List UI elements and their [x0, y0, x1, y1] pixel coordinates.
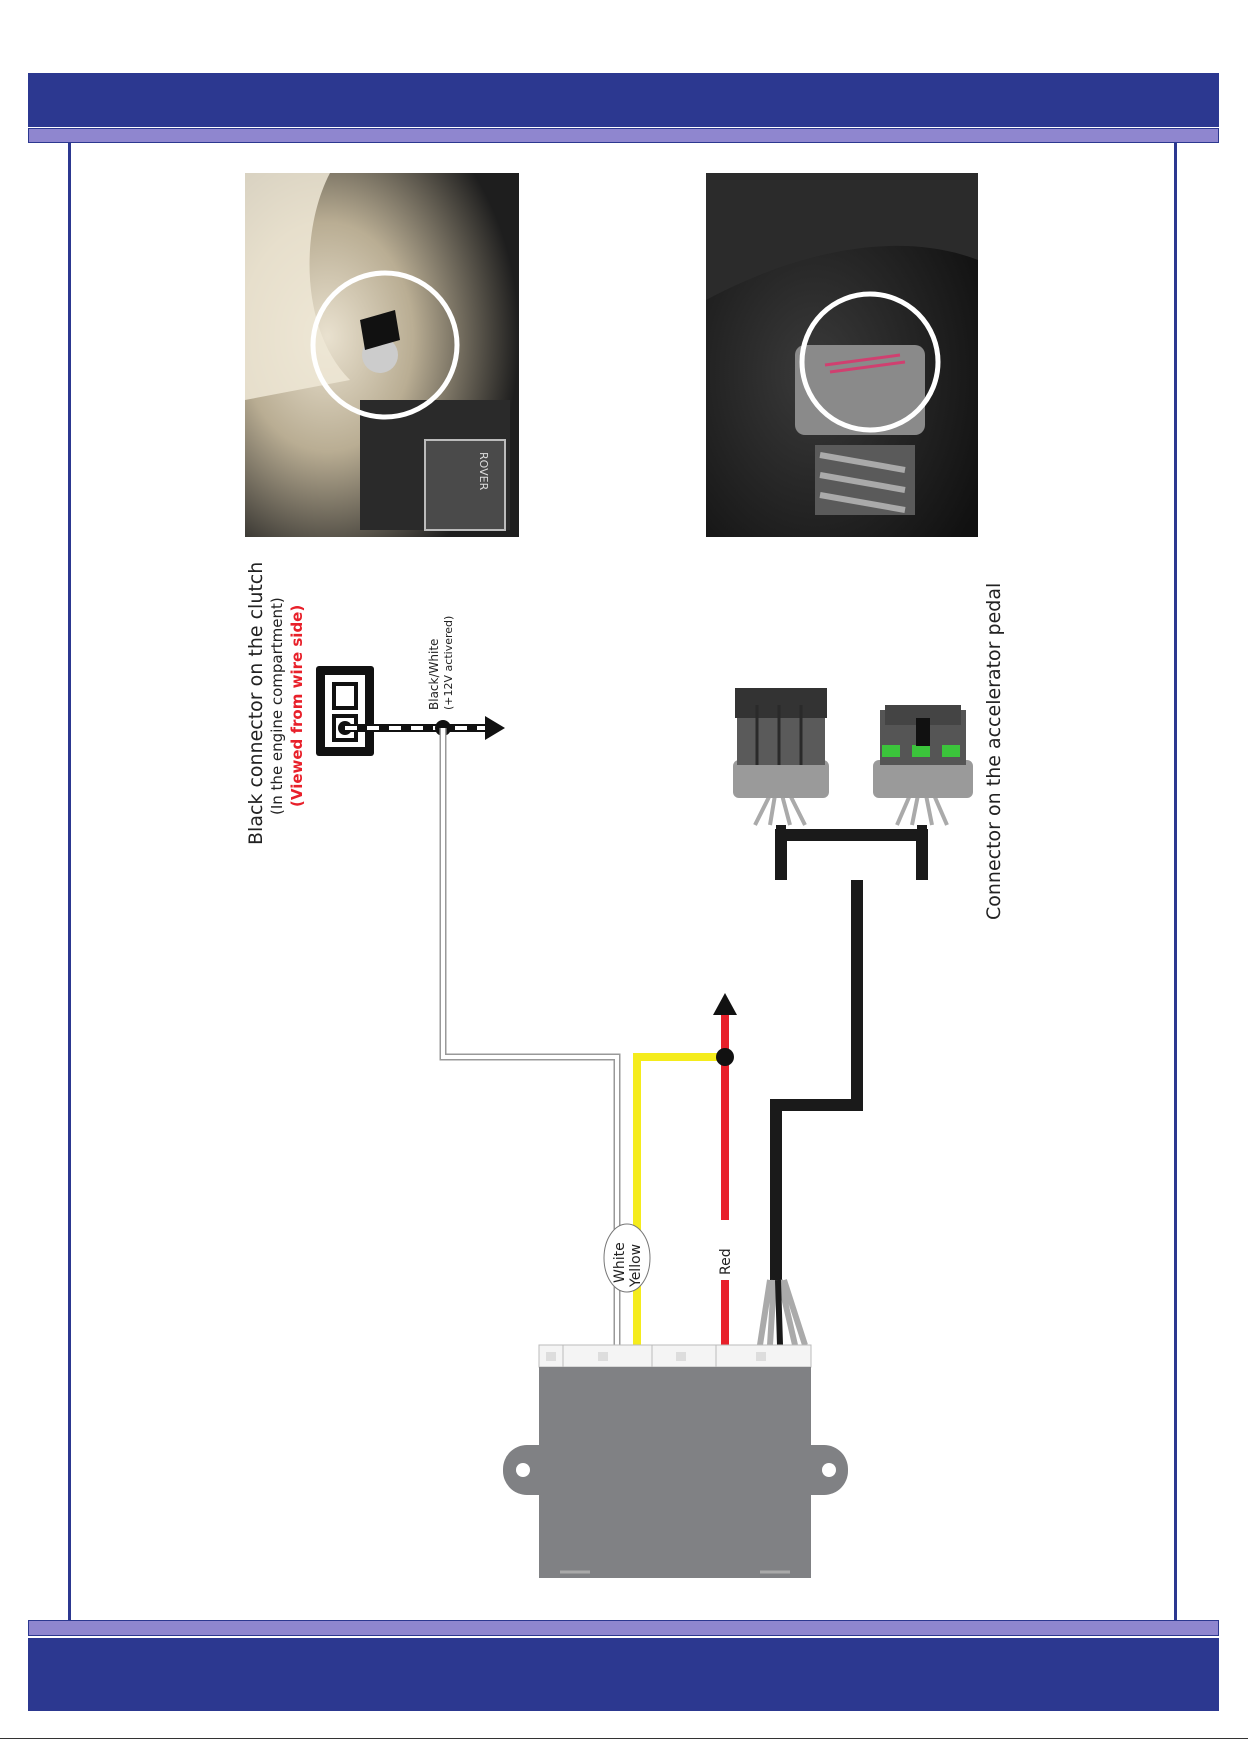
module-connector-strip	[539, 1345, 811, 1367]
pedal-connector-title: Connector on the accelerator pedal	[983, 583, 1005, 920]
clutch-connector-subtitle: (In the engine compartment)	[268, 597, 286, 815]
clutch-connector-labels: Black connector on the clutch (In the en…	[245, 562, 306, 845]
wire-note-12v: (+12V activered)	[442, 616, 455, 710]
red-wire	[713, 993, 737, 1345]
wire-label-red: Red	[718, 1248, 734, 1275]
wire-label-white: White	[612, 1242, 628, 1283]
red-label: Red	[718, 1248, 734, 1275]
pedal-connector-gray	[733, 688, 829, 825]
wire-label-yellow: Yellow	[628, 1244, 644, 1288]
wire-label-black-white: Black/White	[427, 639, 441, 710]
control-module	[503, 1345, 848, 1578]
module-body	[539, 1367, 811, 1578]
pedal-connector-label: Connector on the accelerator pedal	[983, 583, 1005, 920]
white-wire	[443, 728, 617, 1345]
engine-bay-photo: ROVER	[245, 173, 519, 537]
black-harness	[760, 825, 922, 1345]
white-yellow-label: White Yellow	[604, 1224, 650, 1292]
yellow-wire	[637, 1057, 725, 1345]
clutch-connector-symbol	[316, 666, 374, 756]
black-white-wire-labels: Black/White (+12V activered)	[427, 616, 455, 710]
photo-brand-text: ROVER	[477, 452, 490, 491]
accelerator-pedal-photo	[706, 173, 978, 537]
splice-point-red-yellow	[716, 1048, 734, 1066]
clutch-connector-title: Black connector on the clutch	[245, 562, 267, 845]
clutch-connector-note: (Viewed from wire side)	[288, 605, 306, 807]
pedal-connector-green	[873, 705, 973, 825]
